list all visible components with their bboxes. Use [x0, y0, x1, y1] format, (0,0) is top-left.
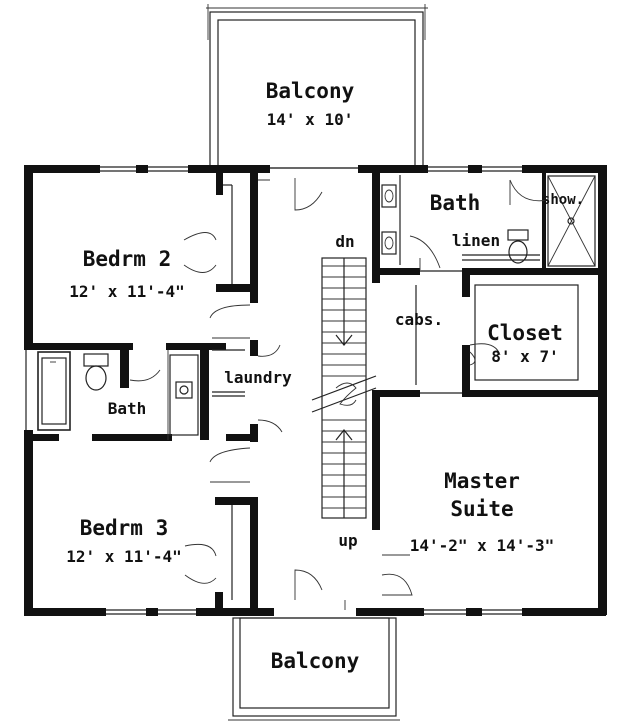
balcony-bottom	[228, 617, 400, 721]
stair-up-label: up	[338, 531, 357, 550]
linen-label: linen	[452, 231, 500, 250]
closet-label: Closet	[487, 321, 563, 345]
windows	[25, 166, 522, 615]
stair-down-label: dn	[335, 232, 354, 251]
balcony-top	[206, 4, 428, 169]
bedroom2-label: Bedrm 2	[83, 247, 172, 271]
cabinets-label: cabs.	[395, 310, 443, 329]
closet-fixtures	[415, 270, 579, 394]
master-label-line1: Master	[444, 469, 520, 493]
bedroom2-size: 12' x 11'-4"	[69, 282, 185, 301]
closet-size: 8' x 7'	[491, 347, 558, 366]
bath-upper-fixtures	[381, 175, 596, 270]
master-doors	[381, 554, 413, 596]
laundry-label: laundry	[224, 368, 292, 387]
bedroom3-size: 12' x 11'-4"	[66, 547, 182, 566]
labels: Balcony 14' x 10' Bedrm 2 12' x 11'-4" B…	[66, 79, 584, 673]
bedroom2-doors	[183, 178, 323, 339]
staircase	[311, 257, 377, 519]
balcony-bottom-label: Balcony	[271, 649, 360, 673]
balcony-top-label: Balcony	[266, 79, 355, 103]
exterior-walls	[24, 165, 607, 616]
master-label-line2: Suite	[450, 497, 513, 521]
balcony-top-size: 14' x 10'	[267, 110, 354, 129]
bath-upper-label: Bath	[430, 191, 481, 215]
bedroom3-label: Bedrm 3	[80, 516, 169, 540]
laundry-fixtures	[212, 344, 283, 433]
bath-left-label: Bath	[108, 399, 147, 418]
shower-label: show.	[542, 192, 584, 208]
interior-walls	[33, 173, 598, 612]
bath-left-fixtures	[37, 350, 199, 440]
master-size: 14'-2" x 14'-3"	[410, 536, 555, 555]
bedroom3-doors	[184, 447, 346, 610]
